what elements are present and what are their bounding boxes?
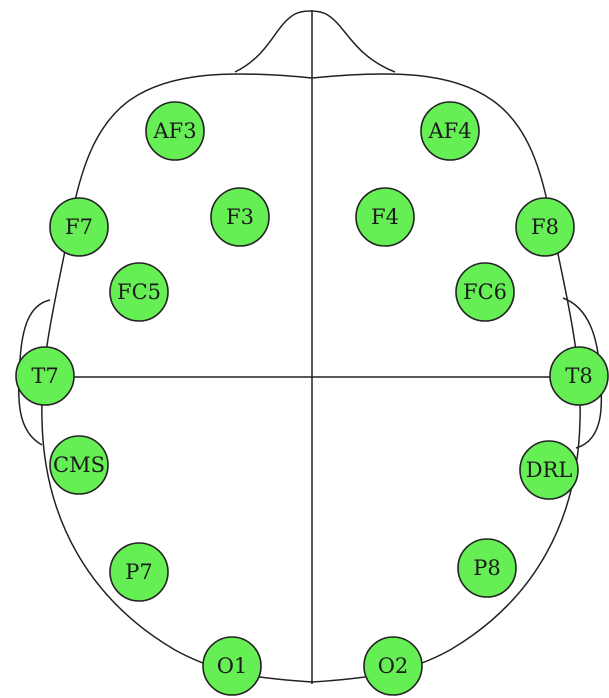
electrode-cms-label: CMS bbox=[53, 453, 105, 477]
electrode-p7: P7 bbox=[109, 542, 169, 602]
electrode-p7-marker bbox=[109, 542, 169, 602]
electrode-cms-marker bbox=[49, 435, 109, 495]
electrode-af3-label: AF3 bbox=[152, 119, 196, 143]
electrode-af3-marker bbox=[145, 101, 205, 161]
electrode-fc6-label: FC6 bbox=[463, 280, 507, 304]
electrode-t8-label: T8 bbox=[565, 364, 592, 388]
electrode-f3-label: F3 bbox=[226, 205, 254, 229]
electrode-af4-label: AF4 bbox=[427, 119, 471, 143]
electrode-t8-marker bbox=[549, 346, 609, 406]
electrode-f7: F7 bbox=[49, 197, 109, 257]
electrode-af4-marker bbox=[420, 101, 480, 161]
electrode-o1-label: O1 bbox=[217, 654, 248, 678]
electrode-o1: O1 bbox=[202, 636, 262, 696]
electrode-f3-marker bbox=[210, 187, 270, 247]
electrode-af3: AF3 bbox=[145, 101, 205, 161]
electrode-fc5-marker bbox=[109, 262, 169, 322]
electrode-drl: DRL bbox=[519, 440, 579, 500]
electrode-o2-marker bbox=[363, 636, 423, 696]
electrode-o1-marker bbox=[202, 636, 262, 696]
electrode-fc5: FC5 bbox=[109, 262, 169, 322]
electrode-t7-label: T7 bbox=[31, 364, 58, 388]
electrode-f8: F8 bbox=[515, 197, 575, 257]
electrode-o2-label: O2 bbox=[378, 654, 409, 678]
electrode-f8-marker bbox=[515, 197, 575, 257]
electrode-t7-marker bbox=[15, 346, 75, 406]
electrode-fc5-label: FC5 bbox=[117, 280, 161, 304]
electrode-f4: F4 bbox=[355, 187, 415, 247]
electrode-drl-label: DRL bbox=[526, 458, 573, 482]
electrode-f7-marker bbox=[49, 197, 109, 257]
electrode-f3: F3 bbox=[210, 187, 270, 247]
electrode-p8: P8 bbox=[457, 538, 517, 598]
electrode-fc6-marker bbox=[455, 262, 515, 322]
electrode-t7: T7 bbox=[15, 346, 75, 406]
electrode-fc6: FC6 bbox=[455, 262, 515, 322]
electrode-af4: AF4 bbox=[420, 101, 480, 161]
electrode-f4-label: F4 bbox=[371, 205, 399, 229]
electrode-cms: CMS bbox=[49, 435, 109, 495]
electrode-f7-label: F7 bbox=[65, 215, 93, 239]
electrode-p7-label: P7 bbox=[125, 560, 153, 584]
electrode-f4-marker bbox=[355, 187, 415, 247]
nose-outline bbox=[234, 10, 396, 73]
electrode-p8-label: P8 bbox=[473, 556, 501, 580]
electrode-p8-marker bbox=[457, 538, 517, 598]
electrode-drl-marker bbox=[519, 440, 579, 500]
electrode-o2: O2 bbox=[363, 636, 423, 696]
electrode-t8: T8 bbox=[549, 346, 609, 406]
electrode-f8-label: F8 bbox=[531, 215, 559, 239]
